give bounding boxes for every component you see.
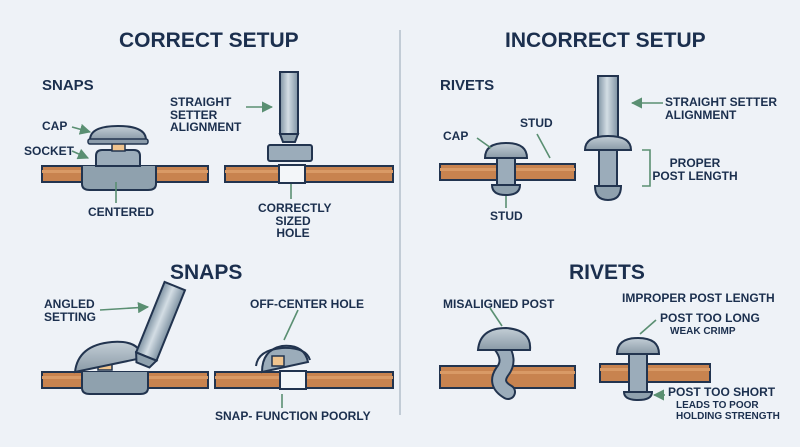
off-center-hole-label: OFF-CENTER HOLE bbox=[250, 297, 364, 311]
post-too-long-label: POST TOO LONG bbox=[660, 311, 760, 325]
rivet-illustration bbox=[439, 141, 576, 197]
rivets-heading-bottom: RIVETS bbox=[569, 261, 645, 284]
snap-centered-illustration bbox=[41, 124, 209, 191]
post-too-short-label: POST TOO SHORT bbox=[668, 385, 776, 399]
snaps-heading-bottom: SNAPS bbox=[170, 261, 243, 284]
centered-label: CENTERED bbox=[88, 205, 155, 219]
correct-setup-title: CORRECT SETUP bbox=[119, 29, 299, 52]
leads-to-poor-label: LEADS TO POOR HOLDING STRENGTH bbox=[676, 400, 780, 422]
rivet-straight-setter-label: STRAIGHT SETTER ALIGNMENT bbox=[665, 95, 778, 122]
stud-bottom-label: STUD bbox=[490, 209, 523, 223]
rivets-heading-top: RIVETS bbox=[440, 77, 495, 94]
straight-setter-label: STRAIGHT SETTER ALIGNMENT bbox=[170, 95, 242, 135]
weak-crimp-label: WEAK CRIMP bbox=[670, 326, 736, 337]
angled-setting-illustration bbox=[41, 280, 209, 395]
stud-top-label: STUD bbox=[520, 116, 553, 130]
socket-label: SOCKET bbox=[24, 144, 75, 158]
improper-length-illustration bbox=[599, 336, 711, 402]
off-center-illustration bbox=[214, 344, 394, 390]
misaligned-post-label: MISALIGNED POST bbox=[443, 297, 555, 311]
correctly-sized-hole-label: CORRECTLY SIZED HOLE bbox=[258, 201, 332, 241]
cap-label: CAP bbox=[42, 119, 68, 133]
proper-post-length-label: PROPER POST LENGTH bbox=[652, 156, 738, 183]
rivet-setter-illustration bbox=[583, 75, 633, 202]
setter-straight-illustration bbox=[224, 71, 394, 184]
rivet-cap-label: CAP bbox=[443, 129, 469, 143]
annotation-leaders bbox=[71, 97, 665, 408]
angled-setting-label: ANGLED SETTING bbox=[44, 297, 97, 324]
misaligned-post-illustration bbox=[439, 326, 576, 400]
function-poorly-label: SNAP- FUNCTION POORLY bbox=[215, 409, 371, 423]
improper-post-length-label: IMPROPER POST LENGTH bbox=[622, 291, 775, 305]
snaps-heading-top: SNAPS bbox=[42, 77, 94, 94]
incorrect-setup-title: INCORRECT SETUP bbox=[505, 29, 706, 52]
